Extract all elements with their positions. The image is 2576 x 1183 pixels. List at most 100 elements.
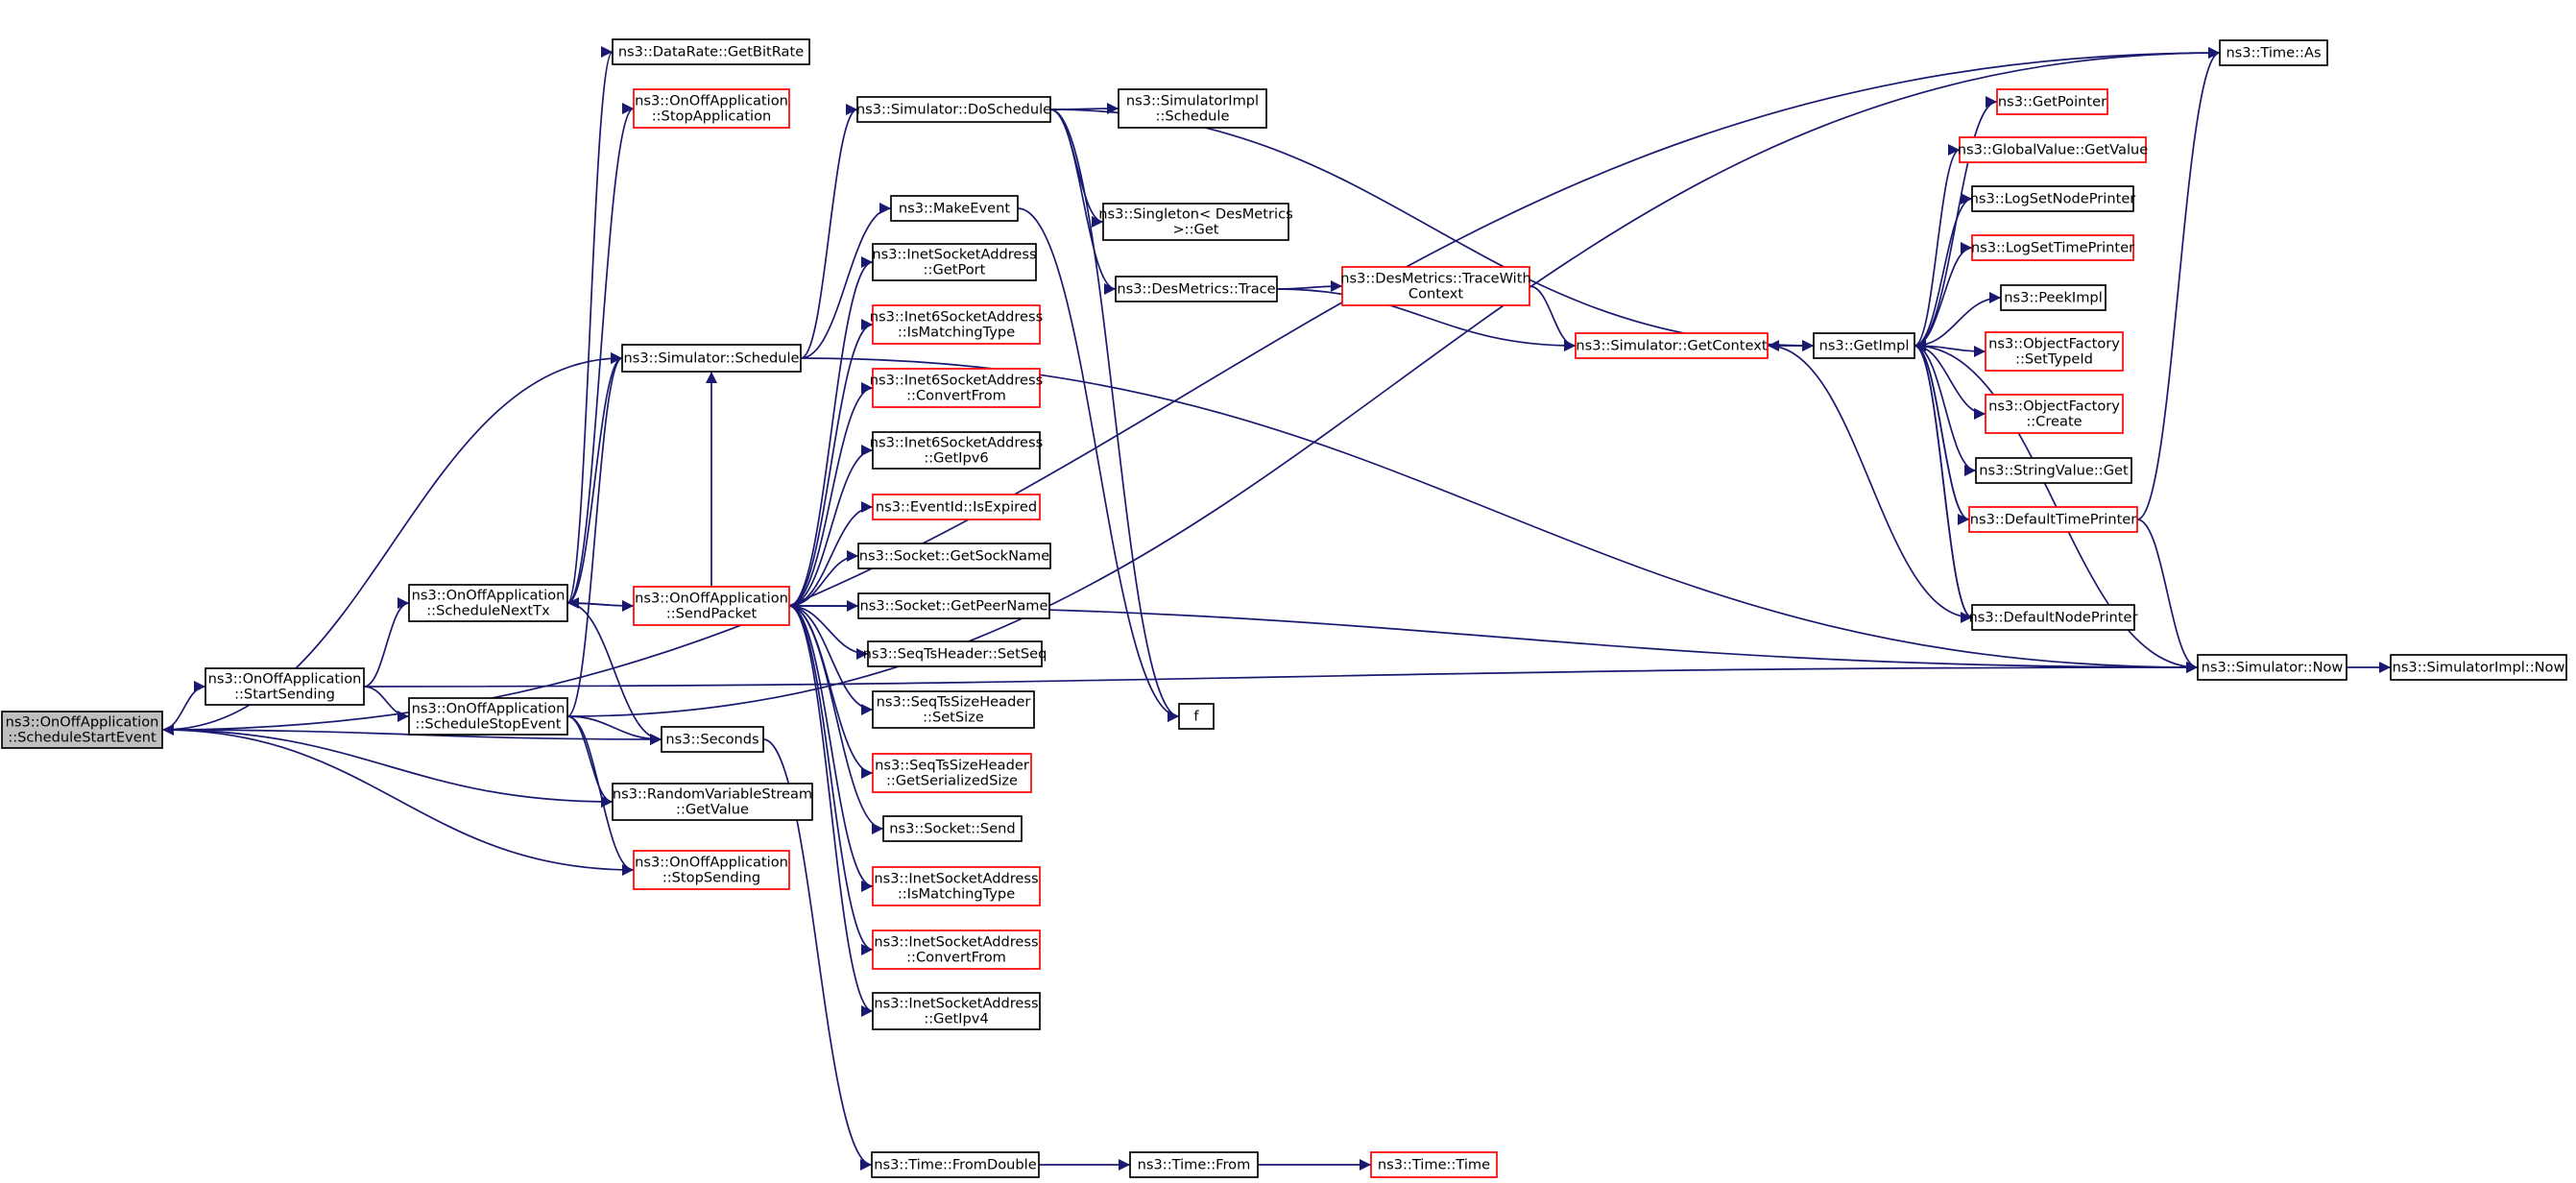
node-inet-getipv4[interactable]: ns3::InetSocketAddress::GetIpv4 xyxy=(872,992,1041,1030)
node-box xyxy=(872,992,1041,1030)
node-eventid-isexpired[interactable]: ns3::EventId::IsExpired xyxy=(872,494,1041,520)
node-inet6-ismatchingtype[interactable]: ns3::Inet6SocketAddress::IsMatchingType xyxy=(870,304,1043,345)
node-seqts-getserializedsize[interactable]: ns3::SeqTsSizeHeader::GetSerializedSize xyxy=(872,753,1032,793)
node-peekimpl[interactable]: ns3::PeekImpl xyxy=(2000,284,2107,311)
node-box xyxy=(872,690,1035,729)
node-label-line: ns3::RandomVariableStream xyxy=(613,786,812,803)
node-box xyxy=(1118,88,1267,129)
node-logsetnodeprinter[interactable]: ns3::LogSetNodePrinter xyxy=(1970,185,2136,212)
edge-defaulttimeprinter-to-getimpl xyxy=(1914,340,1970,520)
node-time-from[interactable]: ns3::Time::From xyxy=(1129,1151,1259,1178)
node-rvs-getvalue[interactable]: ns3::RandomVariableStream::GetValue xyxy=(612,783,813,821)
node-label-line: ns3::DesMetrics::Trace xyxy=(1117,281,1275,298)
node-label-line: >::Get xyxy=(1172,222,1218,238)
node-time-as[interactable]: ns3::Time::As xyxy=(2219,39,2328,66)
node-getpointer[interactable]: ns3::GetPointer xyxy=(1996,88,2108,115)
node-f[interactable]: f xyxy=(1178,703,1215,730)
node-label-line: ns3::MakeEvent xyxy=(899,201,1011,217)
node-desmetrics-trace[interactable]: ns3::DesMetrics::Trace xyxy=(1115,276,1278,302)
node-datarate-getbitrate[interactable]: ns3::DataRate::GetBitRate xyxy=(612,38,810,65)
node-schedule-stop-event[interactable]: ns3::OnOffApplication::ScheduleStopEvent xyxy=(408,697,568,736)
node-simimpl-now[interactable]: ns3::SimulatorImpl::Now xyxy=(2390,654,2567,681)
node-label-line: ns3::Socket::GetPeerName xyxy=(860,598,1048,615)
node-singleton-get[interactable]: ns3::Singleton< DesMetrics>::Get xyxy=(1098,203,1293,241)
node-logsettimeprinter[interactable]: ns3::LogSetTimePrinter xyxy=(1971,234,2134,261)
node-objectfactory-create[interactable]: ns3::ObjectFactory::Create xyxy=(1985,394,2124,434)
node-simulator-doschedule[interactable]: ns3::Simulator::DoSchedule xyxy=(856,96,1051,123)
node-box xyxy=(1996,88,2108,115)
node-start-sending[interactable]: ns3::OnOffApplication::StartSending xyxy=(205,667,365,706)
node-label-line: ns3::Seconds xyxy=(665,732,758,748)
node-label-line: ::Create xyxy=(2026,414,2082,430)
node-box xyxy=(661,726,764,753)
node-inet-ismatchingtype[interactable]: ns3::InetSocketAddress::IsMatchingType xyxy=(872,866,1041,906)
edge-getimpl-to-globalvalue-getvalue xyxy=(1914,144,1961,347)
node-label-line: ns3::Time::Time xyxy=(1378,1157,1490,1173)
node-schedule-next-tx[interactable]: ns3::OnOffApplication::ScheduleNextTx xyxy=(408,584,568,622)
node-box xyxy=(2390,654,2567,681)
edge-desmetrics-tracewithcontext-to-simulator-getcontext xyxy=(1529,285,1577,351)
node-label-line: ns3::Singleton< DesMetrics xyxy=(1098,206,1292,223)
node-stop-application[interactable]: ns3::OnOffApplication::StopApplication xyxy=(633,88,790,129)
node-box xyxy=(612,38,810,65)
node-socket-getpeername[interactable]: ns3::Socket::GetPeerName xyxy=(857,592,1050,619)
edge-send-packet-to-inet-ismatchingtype xyxy=(788,605,874,892)
node-inet6-convertfrom[interactable]: ns3::Inet6SocketAddress::ConvertFrom xyxy=(870,368,1043,408)
node-objectfactory-settypeid[interactable]: ns3::ObjectFactory::SetTypeId xyxy=(1985,331,2124,372)
node-inet6-getipv6[interactable]: ns3::Inet6SocketAddress::GetIpv6 xyxy=(870,431,1043,470)
edge-simulator-doschedule-to-f xyxy=(1049,109,1180,722)
node-socket-send[interactable]: ns3::Socket::Send xyxy=(882,815,1023,842)
node-box xyxy=(872,431,1041,470)
node-box xyxy=(1115,276,1278,302)
edges-layer xyxy=(161,46,2391,1171)
edge-desmetrics-trace-to-simulator-getcontext xyxy=(1276,288,1577,351)
node-getimpl[interactable]: ns3::GetImpl xyxy=(1813,332,1915,359)
edge-simulator-doschedule-to-desmetrics-trace xyxy=(1049,109,1117,295)
node-box xyxy=(2219,39,2328,66)
node-time-time[interactable]: ns3::Time::Time xyxy=(1370,1151,1498,1178)
node-time-fromdouble[interactable]: ns3::Time::FromDouble xyxy=(871,1151,1040,1178)
node-seconds[interactable]: ns3::Seconds xyxy=(661,726,764,753)
node-label-line: ns3::Time::FromDouble xyxy=(874,1157,1036,1173)
node-label-line: ns3::SimulatorImpl::Now xyxy=(2393,660,2565,676)
node-label-line: ::GetSerializedSize xyxy=(886,773,1018,789)
edge-schedule-next-tx-to-simulator-schedule xyxy=(566,352,623,604)
node-box xyxy=(1971,604,2135,631)
node-label-line: f xyxy=(1193,709,1199,725)
node-simulator-getcontext[interactable]: ns3::Simulator::GetContext xyxy=(1575,332,1769,359)
node-seqts-setsize[interactable]: ns3::SeqTsSizeHeader::SetSize xyxy=(872,690,1035,729)
node-box xyxy=(205,667,365,706)
node-make-event[interactable]: ns3::MakeEvent xyxy=(890,195,1019,222)
node-simulator-schedule[interactable]: ns3::Simulator::Schedule xyxy=(621,344,802,373)
node-label-line: ::StopApplication xyxy=(652,109,772,125)
edge-send-packet-to-inet6-getipv6 xyxy=(788,445,874,607)
node-send-packet[interactable]: ns3::OnOffApplication::SendPacket xyxy=(633,586,790,626)
node-inet-getport[interactable]: ns3::InetSocketAddress::GetPort xyxy=(872,243,1037,281)
node-box xyxy=(872,494,1041,520)
node-box xyxy=(1971,234,2134,261)
node-box xyxy=(1129,1151,1259,1178)
node-defaulttimeprinter[interactable]: ns3::DefaultTimePrinter xyxy=(1968,506,2138,533)
node-label-line: ns3::Simulator::GetContext xyxy=(1576,338,1767,354)
edge-simulator-schedule-to-make-event xyxy=(800,203,892,359)
edge-send-packet-to-seqts-setsize xyxy=(788,605,874,715)
edge-defaultnodeprinter-to-getimpl xyxy=(1914,340,1973,618)
node-label-line: ns3::Inet6SocketAddress xyxy=(870,309,1043,326)
node-label-line: ns3::ObjectFactory xyxy=(1988,336,2120,352)
node-defaultnodeprinter[interactable]: ns3::DefaultNodePrinter xyxy=(1969,604,2138,631)
node-seqts-setseq[interactable]: ns3::SeqTsHeader::SetSeq xyxy=(863,640,1047,667)
node-globalvalue-getvalue[interactable]: ns3::GlobalValue::GetValue xyxy=(1958,136,2149,163)
node-root: ns3::OnOffApplication::ScheduleStartEven… xyxy=(1,711,163,749)
edge-send-packet-to-eventid-isexpired xyxy=(788,501,874,607)
node-socket-getsockname[interactable]: ns3::Socket::GetSockName xyxy=(857,543,1051,569)
node-inet-convertfrom[interactable]: ns3::InetSocketAddress::ConvertFrom xyxy=(872,930,1041,970)
node-simimpl-schedule[interactable]: ns3::SimulatorImpl::Schedule xyxy=(1118,88,1267,129)
node-stringvalue-get[interactable]: ns3::StringValue::Get xyxy=(1975,457,2132,484)
edge-send-packet-to-inet-getipv4 xyxy=(788,605,874,1017)
edge-root-to-start-sending xyxy=(161,681,206,731)
node-simulator-now[interactable]: ns3::Simulator::Now xyxy=(2197,654,2347,681)
edge-send-packet-to-seqts-setseq xyxy=(788,605,869,660)
node-stop-sending[interactable]: ns3::OnOffApplication::StopSending xyxy=(633,850,790,890)
node-label-line: ns3::OnOffApplication xyxy=(412,588,566,604)
